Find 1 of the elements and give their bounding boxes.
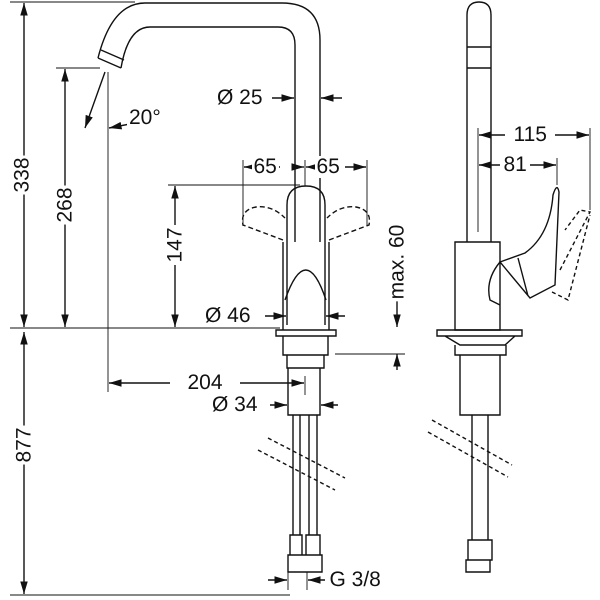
dimension-label: 65 (314, 156, 342, 178)
